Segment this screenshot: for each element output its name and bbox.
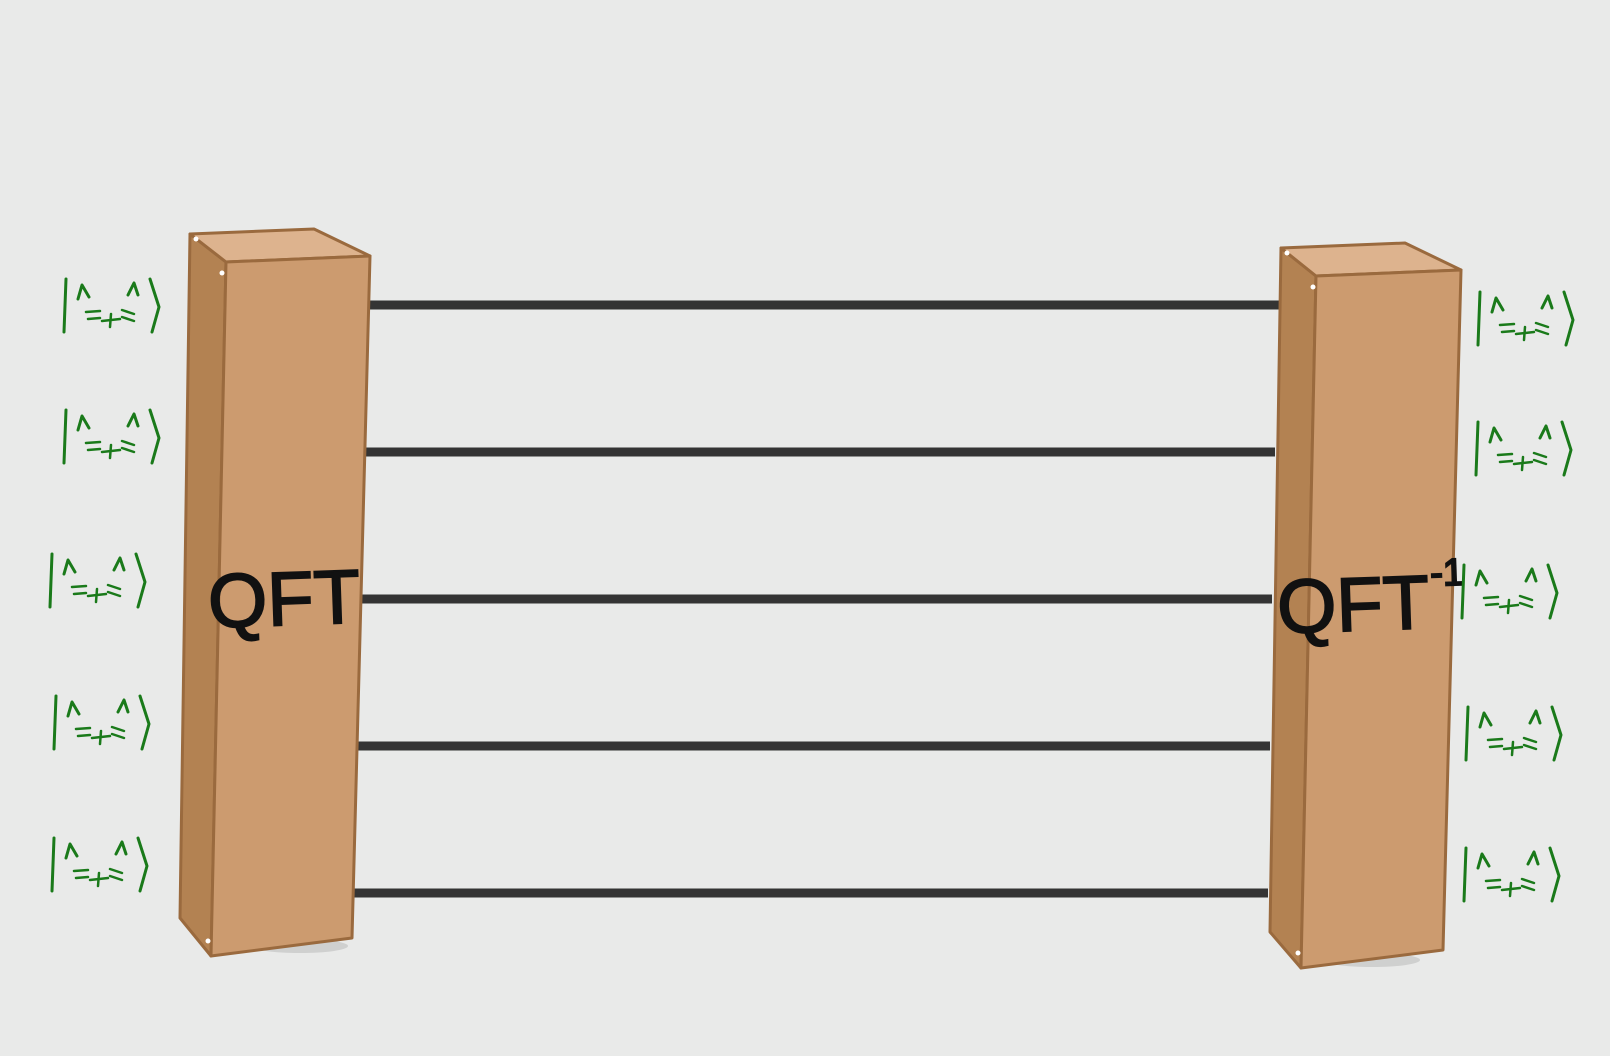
cat-face-ket-icon <box>50 836 149 893</box>
cat-face-ket-icon <box>1460 563 1559 620</box>
cat-face-ket-icon <box>1476 290 1575 347</box>
qft-inverse-label-superscript: -1 <box>1429 552 1464 595</box>
cat-face-ket-icon <box>1464 705 1563 762</box>
qft-gate: QFT <box>178 227 372 958</box>
output-cat-states <box>1460 290 1575 903</box>
qft-inverse-gate: QFT-1 <box>1268 241 1467 970</box>
cat-face-ket-icon <box>48 552 147 609</box>
cat-face-ket-icon <box>1474 420 1573 477</box>
cat-face-ket-icon <box>62 277 161 334</box>
input-cat-states <box>48 277 161 893</box>
cat-face-ket-icon <box>62 408 161 465</box>
qft-inverse-label-main: QFT <box>1276 560 1431 650</box>
qft-inverse-gate-label: QFT-1 <box>1276 552 1467 650</box>
qft-gate-label: QFT <box>207 554 362 644</box>
wires <box>335 300 1280 898</box>
cat-face-ket-icon <box>52 694 151 751</box>
cat-face-ket-icon <box>1462 846 1561 903</box>
